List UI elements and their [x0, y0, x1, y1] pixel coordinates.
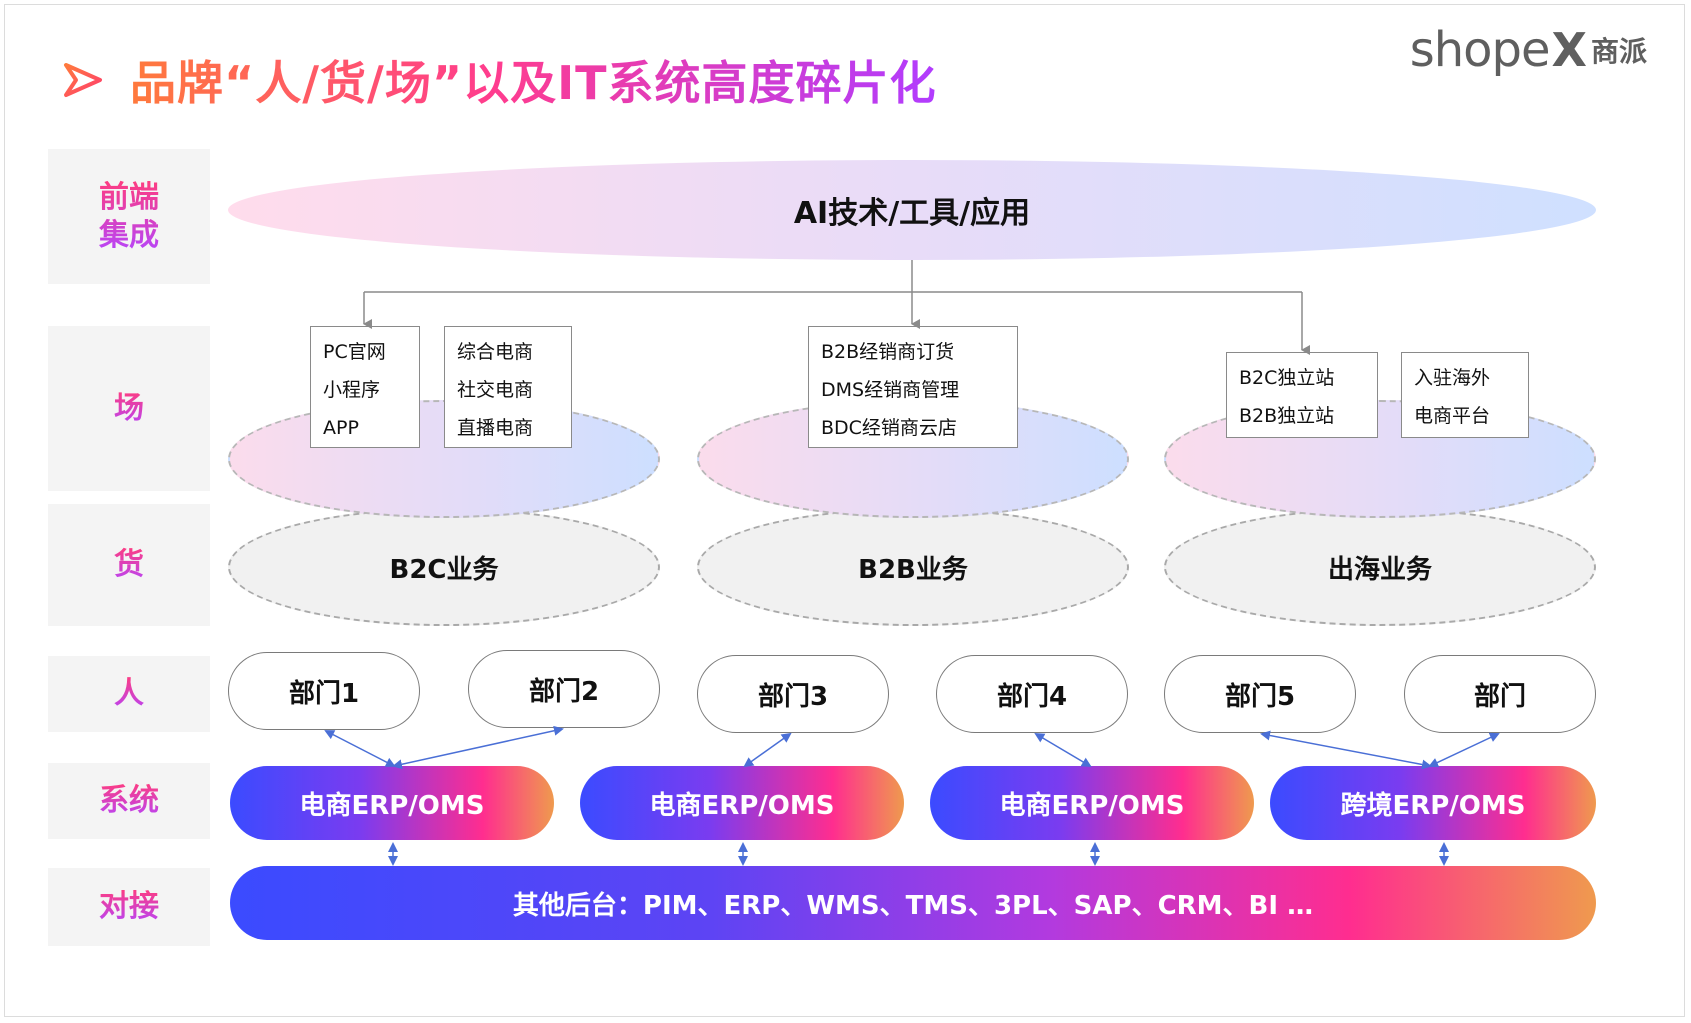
channel-box-platforms: 综合电商 社交电商 直播电商 [444, 326, 572, 448]
channel-box-b2b: B2B经销商订货 DMS经销商管理 BDC经销商云店 [808, 326, 1018, 448]
department-label: 部门4 [996, 681, 1068, 712]
channel-box-independent-sites: B2C独立站 B2B独立站 [1226, 352, 1378, 438]
system-erp-oms-1: 电商ERP/OMS [230, 766, 554, 840]
system-label: 电商ERP/OMS [299, 790, 485, 821]
department-6: 部门 [1404, 655, 1596, 733]
business-ellipse-b2c: B2C业务 [228, 508, 660, 626]
department-label: 部门 [1473, 681, 1526, 712]
backend-systems-label: 其他后台：PIM、ERP、WMS、TMS、3PL、SAP、CRM、BI … [512, 890, 1314, 921]
department-5: 部门5 [1164, 655, 1356, 733]
row-label-frontend-text: 前端 集成 [94, 179, 164, 255]
channel-item: APP [323, 417, 359, 439]
channel-item: B2B经销商订货 [821, 341, 955, 363]
backend-systems-bar: 其他后台：PIM、ERP、WMS、TMS、3PL、SAP、CRM、BI … [230, 866, 1596, 940]
row-label-people: 人 [48, 656, 210, 732]
department-label: 部门1 [288, 678, 360, 709]
row-label-system: 系统 [48, 763, 210, 839]
department-1: 部门1 [228, 652, 420, 730]
row-label-system-text: 系统 [94, 782, 164, 820]
channel-item: DMS经销商管理 [821, 379, 960, 401]
business-label-b2c: B2C业务 [389, 554, 499, 585]
channel-item: BDC经销商云店 [821, 417, 957, 439]
ai-tools-ellipse: AI技术/工具/应用 [228, 160, 1596, 260]
title-row: 品牌“人/货/场”以及IT系统高度碎片化 [62, 50, 937, 110]
business-ellipse-b2b: B2B业务 [697, 508, 1129, 626]
department-3: 部门3 [697, 655, 889, 733]
system-erp-oms-3: 电商ERP/OMS [930, 766, 1254, 840]
row-label-goods-text: 货 [94, 546, 164, 584]
business-label-b2b: B2B业务 [858, 554, 968, 585]
arrow-icon [64, 63, 102, 97]
slide-frame [4, 4, 1685, 1017]
page-title: 品牌“人/货/场”以及IT系统高度碎片化 [130, 47, 937, 113]
department-4: 部门4 [936, 655, 1128, 733]
brand-subname: 商派 [1590, 35, 1647, 68]
system-label: 跨境ERP/OMS [1340, 790, 1526, 821]
channel-item: 入驻海外 [1414, 367, 1491, 389]
channel-item: B2C独立站 [1239, 367, 1335, 389]
brand-name: shope [1409, 22, 1551, 78]
channel-item: 直播电商 [457, 417, 534, 439]
channel-item: B2B独立站 [1239, 405, 1335, 427]
row-label-integration: 对接 [48, 868, 210, 946]
system-label: 电商ERP/OMS [999, 790, 1185, 821]
channel-item: 小程序 [323, 379, 381, 401]
row-label-scene: 场 [48, 326, 210, 491]
system-erp-oms-2: 电商ERP/OMS [580, 766, 904, 840]
department-label: 部门3 [757, 681, 829, 712]
row-label-frontend: 前端 集成 [48, 149, 210, 284]
business-ellipse-overseas: 出海业务 [1164, 508, 1596, 626]
business-label-overseas: 出海业务 [1327, 554, 1432, 585]
brand-x-mark: X [1551, 23, 1587, 77]
row-label-scene-text: 场 [94, 390, 164, 428]
department-2: 部门2 [468, 650, 660, 728]
system-label: 电商ERP/OMS [649, 790, 835, 821]
channel-item: 社交电商 [457, 379, 534, 401]
brand-logo: shope X 商派 [1410, 22, 1647, 78]
channel-item: 电商平台 [1414, 405, 1491, 427]
channel-box-own: PC官网 小程序 APP [310, 326, 420, 448]
department-label: 部门5 [1224, 681, 1296, 712]
row-label-goods: 货 [48, 504, 210, 626]
channel-item: 综合电商 [457, 341, 534, 363]
department-label: 部门2 [528, 676, 600, 707]
ai-tools-label: AI技术/工具/应用 [793, 196, 1031, 231]
channel-item: PC官网 [323, 341, 386, 363]
row-label-integration-text: 对接 [94, 888, 164, 926]
row-label-people-text: 人 [94, 675, 164, 713]
channel-box-overseas-platforms: 入驻海外 电商平台 [1401, 352, 1529, 438]
system-cross-border-erp-oms: 跨境ERP/OMS [1270, 766, 1596, 840]
